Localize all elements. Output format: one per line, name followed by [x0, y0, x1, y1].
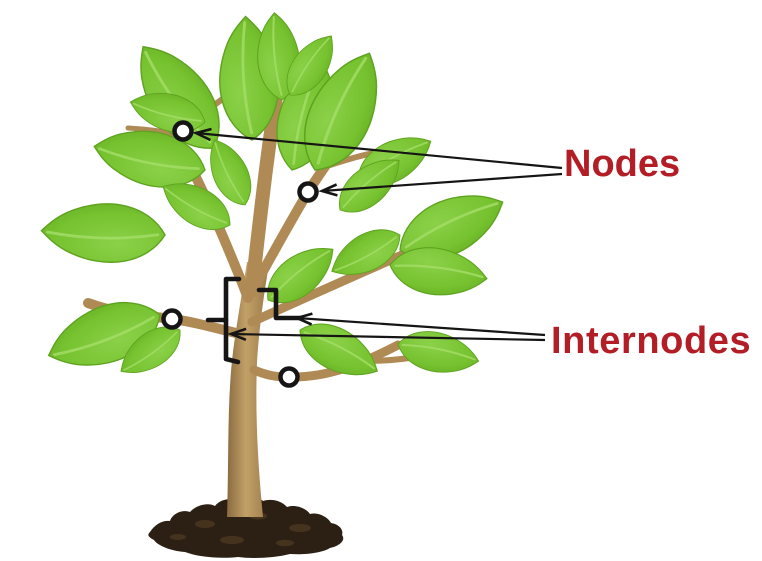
leaves	[37, 9, 516, 391]
node-marker-4	[278, 366, 300, 388]
node-marker-2	[297, 181, 319, 203]
internodes-arrow-upper	[293, 312, 546, 337]
internode-bracket-right	[256, 287, 304, 321]
leaf	[39, 200, 168, 266]
node-marker-1	[172, 120, 194, 142]
internodes-arrow-lower	[227, 327, 546, 342]
internode-bracket-left	[205, 276, 242, 365]
soil-mound	[148, 496, 344, 558]
leaf	[392, 324, 484, 382]
trunk	[227, 262, 269, 517]
node-marker-3	[161, 308, 183, 330]
nodes-arrow-lower	[318, 172, 563, 197]
nodes-arrow-upper	[192, 127, 563, 170]
annotations	[161, 120, 563, 388]
internodes-label: Internodes	[551, 320, 752, 362]
nodes-label: Nodes	[564, 143, 681, 185]
